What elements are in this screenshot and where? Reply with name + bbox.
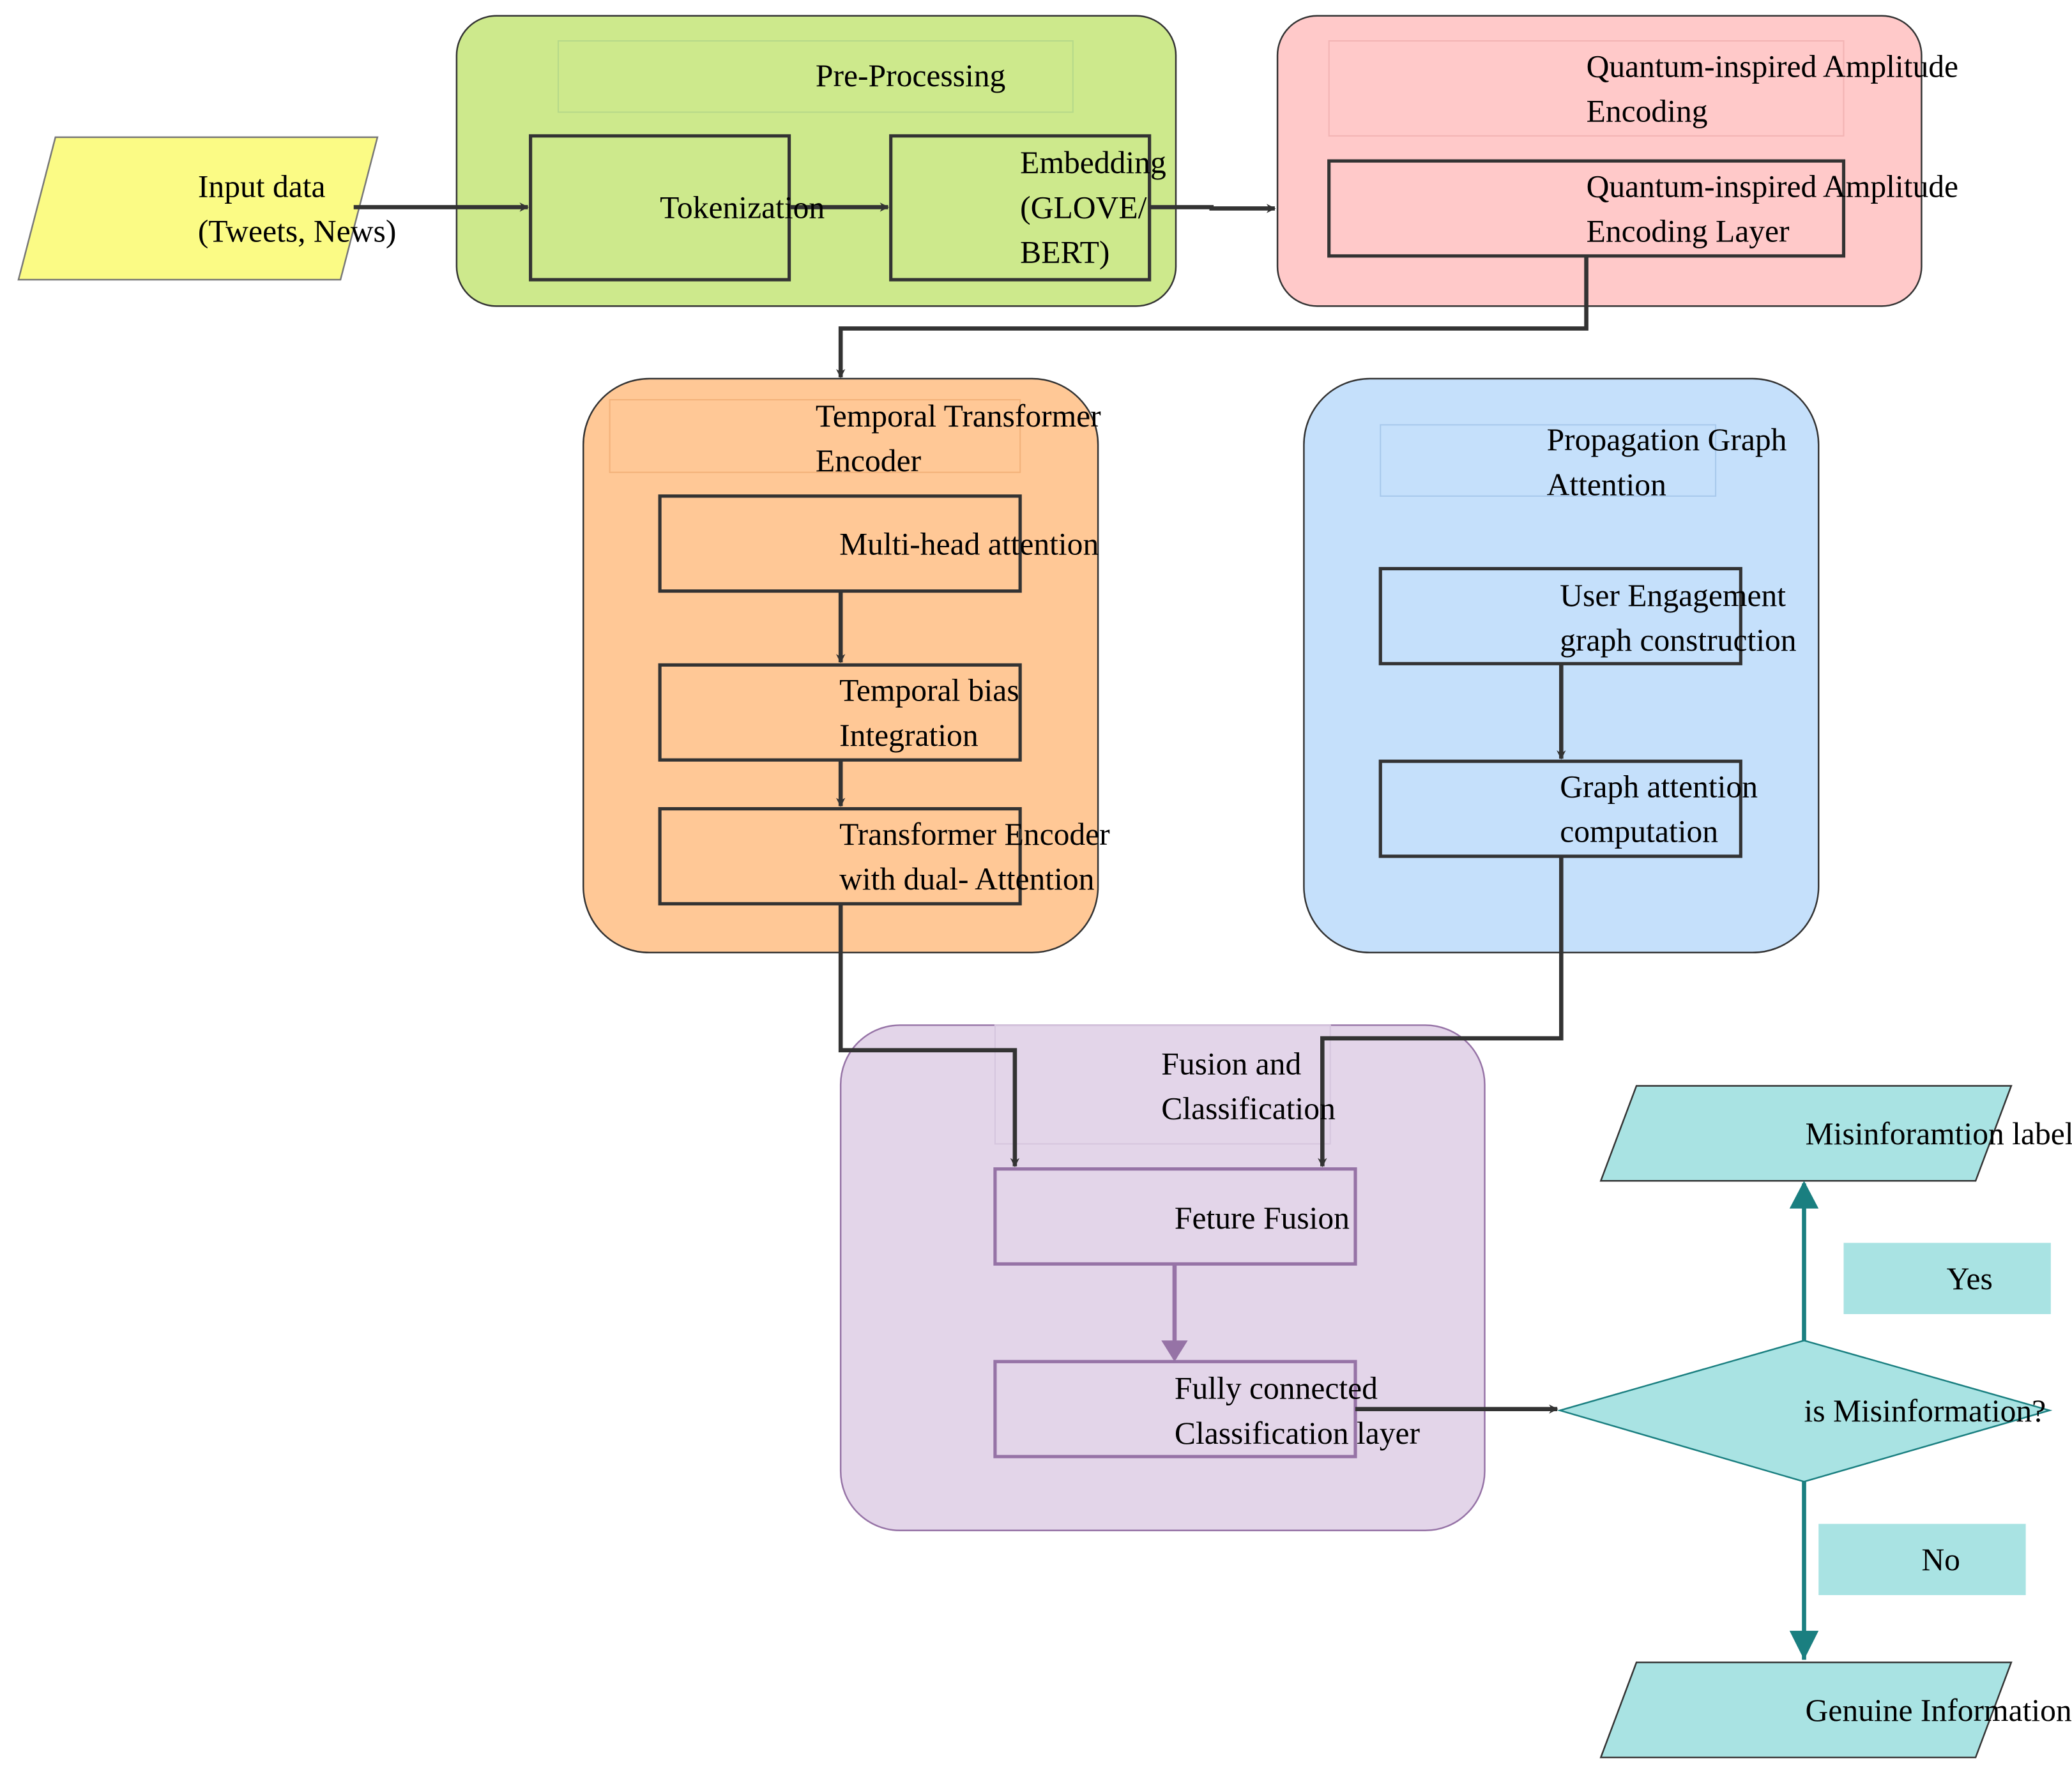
text-line: Encoding Layer xyxy=(1587,213,1790,248)
misinformation-label-shape xyxy=(1599,1085,2013,1182)
text-line: Fully connected xyxy=(1175,1370,1378,1405)
text-line: Yes xyxy=(1947,1261,1993,1296)
input-data-label: Input data (Tweets, News) xyxy=(198,169,396,248)
text-line: Fusion and xyxy=(1161,1046,1301,1081)
graph-attention-label: Graph attention computation xyxy=(1560,769,1758,849)
text-line: User Engagement xyxy=(1560,577,1786,612)
arrow-embedding-to-quantum xyxy=(1149,204,1276,213)
text-line: BERT) xyxy=(1020,234,1109,269)
no-label-box xyxy=(1818,1524,2026,1596)
embedding-box xyxy=(889,134,1152,282)
text-line: Temporal bias xyxy=(839,672,1019,708)
decision-diamond xyxy=(1557,1339,2053,1483)
text-line: Tokenization xyxy=(660,190,825,225)
text-line: is Misinformation? xyxy=(1804,1393,2046,1428)
text-line: (GLOVE/ xyxy=(1020,190,1146,225)
text-line: Misinforamtion label xyxy=(1806,1116,2072,1151)
preprocessing-group xyxy=(455,15,1177,307)
yes-label: Yes xyxy=(1947,1261,1993,1296)
arrow-graph-to-fusion xyxy=(1318,856,1564,1167)
propagation-title-box xyxy=(1380,424,1717,497)
quantum-title-box xyxy=(1328,40,1845,137)
text-line: Propagation Graph xyxy=(1547,422,1787,457)
text-line: Temporal Transformer xyxy=(816,398,1101,433)
text-line: Feture Fusion xyxy=(1175,1200,1350,1236)
text-line: Encoding xyxy=(1587,93,1708,128)
transformer-encoder-label: Transformer Encoder with dual- Attention xyxy=(839,816,1110,896)
preprocessing-title: Pre-Processing xyxy=(816,57,1005,93)
arrow-encoder-to-fusion xyxy=(838,904,1020,1167)
text-line: Pre-Processing xyxy=(816,57,1005,93)
text-line: Classification layer xyxy=(1175,1415,1421,1450)
text-line: Encoder xyxy=(816,443,922,478)
user-engagement-label: User Engagement graph construction xyxy=(1560,577,1797,657)
text-line: Classification xyxy=(1161,1091,1336,1126)
user-engagement-box xyxy=(1378,566,1742,665)
arrowhead-fusion xyxy=(1161,1340,1188,1362)
decision-label: is Misinformation? xyxy=(1804,1393,2046,1428)
text-line: Integration xyxy=(839,717,979,752)
text-line: Attention xyxy=(1547,467,1666,502)
text-line: Quantum-inspired Amplitude xyxy=(1587,169,1958,204)
text-line: Embedding xyxy=(1020,145,1166,180)
fusion-title-box xyxy=(994,1024,1331,1145)
text-line: Graph attention xyxy=(1560,769,1758,804)
tokenization-label: Tokenization xyxy=(660,190,825,225)
text-line: computation xyxy=(1560,814,1718,849)
genuine-information-text: Genuine Information xyxy=(1806,1692,2072,1727)
arrowhead-no xyxy=(1789,1630,1819,1660)
preprocessing-title-box xyxy=(557,40,1074,113)
text-line: Genuine Information xyxy=(1806,1692,2072,1727)
text-line: Quantum-inspired Amplitude xyxy=(1587,49,1958,84)
feature-fusion-label: Feture Fusion xyxy=(1175,1200,1350,1236)
embedding-label: Embedding (GLOVE/BERT) xyxy=(1020,145,1166,270)
text-line: No xyxy=(1921,1542,1960,1577)
no-label: No xyxy=(1921,1542,1960,1577)
multihead-label: Multi-head attention xyxy=(839,526,1099,561)
fully-connected-box xyxy=(993,1359,1357,1458)
text-line: graph construction xyxy=(1560,623,1797,658)
arrowhead-yes xyxy=(1789,1181,1819,1209)
text-line: (Tweets, News) xyxy=(198,213,396,248)
arrow-quantum-to-temporal xyxy=(835,255,1588,379)
text-line: Input data xyxy=(198,169,326,204)
text-line: Transformer Encoder xyxy=(839,816,1110,851)
text-line: with dual- Attention xyxy=(839,861,1095,897)
genuine-information-shape xyxy=(1599,1662,2013,1759)
multihead-attention-box xyxy=(658,494,1022,593)
misinformation-label-text: Misinforamtion label xyxy=(1806,1116,2072,1151)
yes-label-box xyxy=(1843,1243,2051,1314)
input-data-shape xyxy=(17,136,379,281)
text-line: Multi-head attention xyxy=(839,526,1099,561)
temporal-title-box xyxy=(609,399,1021,473)
